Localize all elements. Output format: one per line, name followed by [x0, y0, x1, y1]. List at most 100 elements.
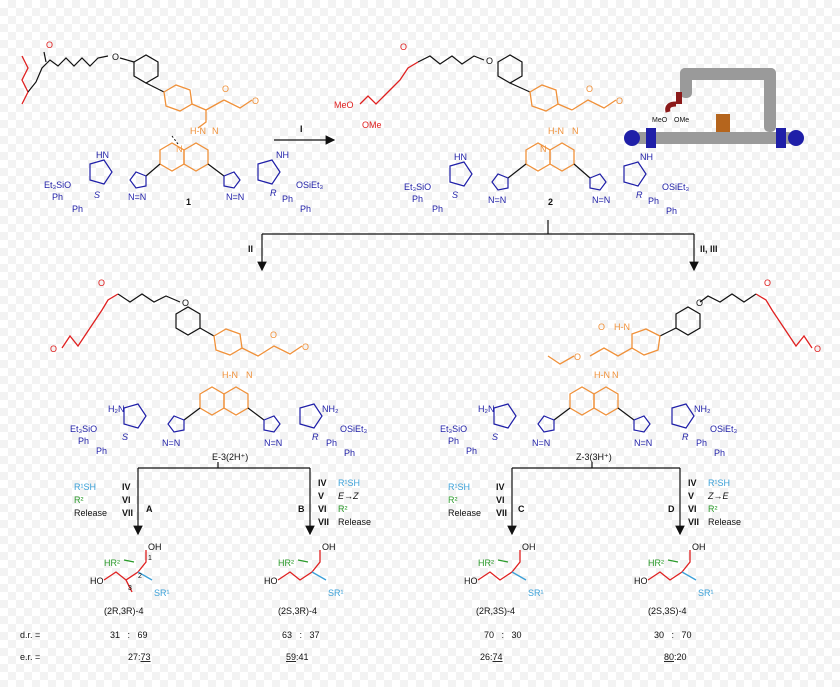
path-b-label: B: [298, 504, 305, 514]
condition-step-text: R¹SH: [338, 478, 360, 488]
ph-label-e3c: Ph: [326, 438, 337, 448]
svg-text:O: O: [50, 344, 57, 354]
path-d-label: D: [668, 504, 675, 514]
nh2-label-e3: NH₂: [322, 404, 339, 414]
stereo-r-z3: R: [682, 432, 689, 442]
ho-label-p3: HO: [464, 576, 478, 586]
sr1-label-p2: SR¹: [328, 588, 344, 598]
nh-label-1b: NH: [276, 150, 289, 160]
svg-text:H-N: H-N: [222, 370, 238, 380]
step-ii-iii-label: II, III: [700, 244, 718, 254]
condition-step-number: VI: [688, 504, 697, 514]
ph-label-1d: Ph: [300, 204, 311, 214]
condition-step-number: V: [318, 491, 324, 501]
svg-text:O: O: [400, 42, 407, 52]
svg-text:O: O: [586, 84, 593, 94]
condition-step-number: IV: [318, 478, 327, 488]
product-1-name: (2R,3R)-4: [104, 606, 144, 616]
product-4: OH HO HR² SR¹ (2S,3S)-4: [634, 542, 714, 616]
product-4-name: (2S,3S)-4: [648, 606, 687, 616]
condition-step-text: R²: [448, 495, 458, 505]
compound-1: O O O O H-N N N N=N HN Et₃SiO Ph Ph S: [21, 40, 324, 214]
ho-label-p4: HO: [634, 576, 648, 586]
ph-label-e3d: Ph: [344, 448, 355, 458]
sr1-label-p1: SR¹: [154, 588, 170, 598]
er-value-p4: 80:20: [664, 652, 687, 662]
dr-value-p1: 31 : 69: [110, 630, 148, 640]
svg-text:H-N: H-N: [614, 322, 630, 332]
er-p3-minor: 26:: [480, 652, 493, 662]
svg-text:N=N: N=N: [532, 438, 550, 448]
oh-label-p3: OH: [522, 542, 536, 552]
dr-row-label: d.r. =: [20, 630, 40, 640]
svg-text:O: O: [574, 352, 581, 362]
h2n-label-e3: H₂N: [108, 404, 125, 414]
ph-label-1a: Ph: [52, 192, 63, 202]
svg-text:N=N: N=N: [488, 195, 506, 205]
step-i-label: I: [300, 124, 303, 134]
branch-arrows: [257, 220, 699, 272]
svg-text:N: N: [572, 126, 579, 136]
ome-label-cartoon: OMe: [674, 117, 689, 124]
condition-step-number: VII: [688, 517, 699, 527]
osiet3-label-2: OSiEt₃: [662, 182, 690, 192]
er-p4-major: 80: [664, 652, 674, 662]
nh2-label-z3: NH₂: [694, 404, 711, 414]
product-arrows: [133, 462, 685, 536]
atom-number-2: 2: [138, 573, 142, 580]
ho-label-p2: HO: [264, 576, 278, 586]
condition-step-number: VII: [496, 508, 507, 518]
stereo-r-e3: R: [312, 432, 319, 442]
svg-text:O: O: [696, 298, 703, 308]
svg-text:N=N: N=N: [226, 192, 244, 202]
er-p1-minor: 27:: [128, 652, 141, 662]
machine-cartoon-icon: MeO OMe: [624, 68, 804, 148]
svg-text:N: N: [246, 370, 253, 380]
compound-2-label: 2: [548, 197, 553, 207]
ph-label-2c: Ph: [648, 196, 659, 206]
er-p2-minor: :41: [296, 652, 309, 662]
hr2-label-p1: HR²: [104, 558, 120, 568]
condition-step-text: Release: [448, 508, 481, 518]
condition-step-number: VI: [496, 495, 505, 505]
condition-step-number: VII: [122, 508, 133, 518]
condition-step-text: R¹SH: [448, 482, 470, 492]
compound-e3-label: E-3(2H⁺): [212, 452, 248, 462]
condition-step-number: VII: [318, 517, 329, 527]
compound-z3-label: Z-3(3H⁺): [576, 452, 612, 462]
er-value-p3: 26:74: [480, 652, 503, 662]
atom-number-3: 3: [128, 585, 132, 592]
hr2-label-p2: HR²: [278, 558, 294, 568]
condition-step-text: E→Z: [338, 491, 359, 501]
condition-step-text: Release: [708, 517, 741, 527]
svg-text:N: N: [212, 126, 219, 136]
svg-text:N: N: [176, 144, 183, 154]
svg-text:O: O: [814, 344, 821, 354]
svg-text:O: O: [616, 96, 623, 106]
condition-step-text: R²: [338, 504, 348, 514]
product-3-name: (2R,3S)-4: [476, 606, 515, 616]
oh-label-p2: OH: [322, 542, 336, 552]
svg-text:O: O: [182, 298, 189, 308]
er-p4-minor: :20: [674, 652, 687, 662]
ome-label-2: OMe: [362, 120, 382, 130]
svg-text:O: O: [270, 330, 277, 340]
svg-text:N=N: N=N: [592, 195, 610, 205]
meo-label-2: MeO: [334, 100, 354, 110]
dr-value-p3: 70 : 30: [484, 630, 522, 640]
et3sio-label-z3: Et₃SiO: [440, 424, 467, 434]
er-p1-major: 73: [141, 652, 151, 662]
svg-text:O: O: [222, 84, 229, 94]
dr-value-p4: 30 : 70: [654, 630, 692, 640]
svg-text:O: O: [598, 322, 605, 332]
svg-text:N=N: N=N: [162, 438, 180, 448]
ph-label-2a: Ph: [412, 194, 423, 204]
ph-label-e3a: Ph: [78, 436, 89, 446]
ph-label-1c: Ph: [282, 194, 293, 204]
product-1: OH HO HR² SR¹ 1 2 3 (2R,3R)-4: [90, 542, 170, 616]
